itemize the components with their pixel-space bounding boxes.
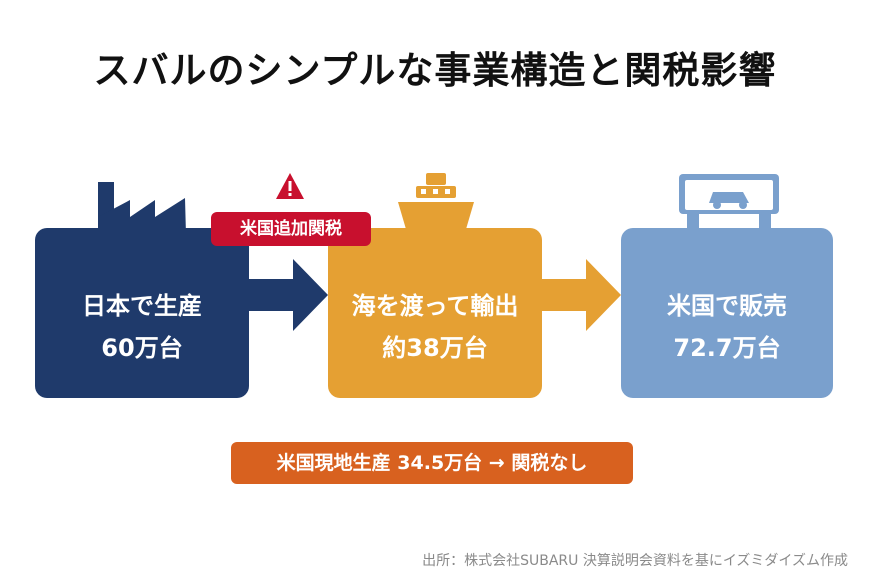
japan-production-label: 日本で生産 [82, 292, 202, 320]
arrow-right-icon [542, 259, 621, 331]
arrow-right-icon [249, 259, 328, 331]
warning-icon [276, 173, 304, 199]
export-label: 海を渡って輸出 [351, 292, 519, 320]
page-title: スバルのシンプルな事業構造と関税影響 [93, 49, 777, 92]
us-sales-label: 米国で販売 [667, 292, 787, 320]
local-production-bar: 米国現地生産 34.5万台 → 関税なし [231, 442, 633, 484]
us-sales-value: 72.7万台 [673, 334, 781, 362]
export-box: 海を渡って輸出 約38万台 [328, 228, 542, 398]
us-sales-box: 米国で販売 72.7万台 [621, 228, 833, 398]
source-note: 出所：株式会社SUBARU 決算説明会資料を基にイズミダイズム作成 [422, 553, 848, 569]
japan-production-value: 60万台 [101, 334, 183, 362]
export-value: 約38万台 [382, 334, 488, 362]
japan-production-box: 日本で生産 60万台 [35, 228, 249, 398]
tariff-tag: 米国追加関税 [211, 212, 371, 246]
